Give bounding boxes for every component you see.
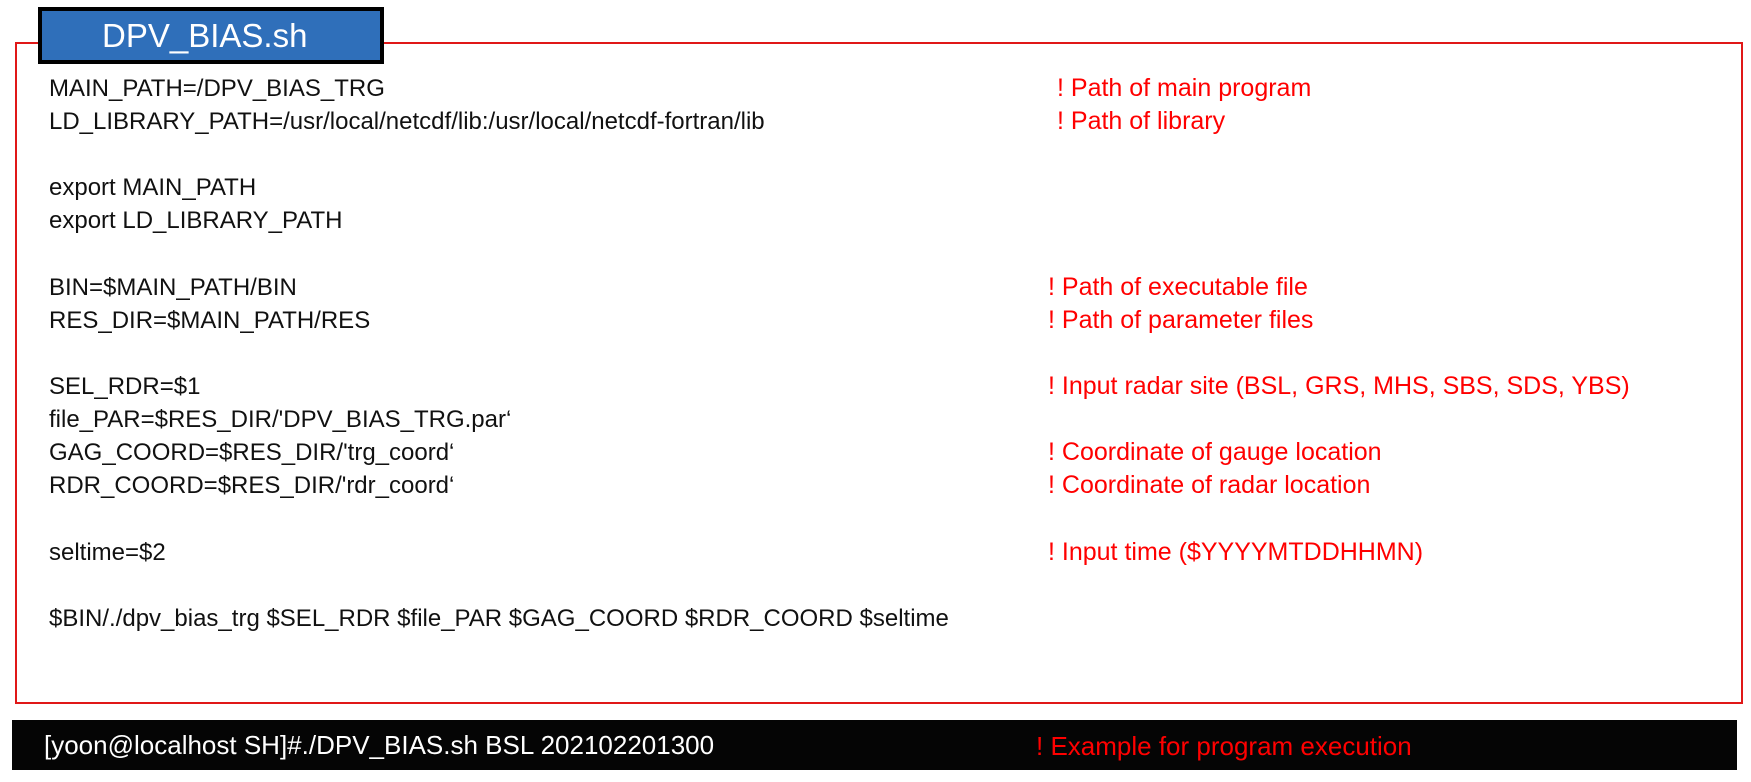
code-line-gag-coord: GAG_COORD=$RES_DIR/'trg_coord‘ xyxy=(49,439,455,466)
code-line-seltime: seltime=$2 xyxy=(49,539,166,566)
comment-executable-file: ! Path of executable file xyxy=(1048,273,1308,301)
terminal-example-bar: [yoon@localhost SH]#./DPV_BIAS.sh BSL 20… xyxy=(12,720,1737,770)
comment-input-time: ! Input time ($YYYYMTDDHHMN) xyxy=(1048,538,1424,566)
comment-main-program: ! Path of main program xyxy=(1057,74,1312,102)
code-line-rdr-coord: RDR_COORD=$RES_DIR/'rdr_coord‘ xyxy=(49,472,455,499)
code-line-run-command: $BIN/./dpv_bias_trg $SEL_RDR $file_PAR $… xyxy=(49,605,949,632)
script-title-tab: DPV_BIAS.sh xyxy=(38,7,384,64)
comment-parameter-files: ! Path of parameter files xyxy=(1048,306,1314,334)
code-line-res-dir: RES_DIR=$MAIN_PATH/RES xyxy=(49,307,371,334)
code-line-file-par: file_PAR=$RES_DIR/'DPV_BIAS_TRG.par‘ xyxy=(49,406,512,433)
comment-radar-site: ! Input radar site (BSL, GRS, MHS, SBS, … xyxy=(1048,372,1630,400)
code-line-main-path: MAIN_PATH=/DPV_BIAS_TRG xyxy=(49,75,385,102)
code-line-export-ld-library-path: export LD_LIBRARY_PATH xyxy=(49,207,343,234)
comment-gauge-location: ! Coordinate of gauge location xyxy=(1048,438,1382,466)
script-panel: MAIN_PATH=/DPV_BIAS_TRG LD_LIBRARY_PATH=… xyxy=(15,42,1743,704)
code-line-sel-rdr: SEL_RDR=$1 xyxy=(49,373,201,400)
script-title: DPV_BIAS.sh xyxy=(102,16,308,54)
comment-radar-location: ! Coordinate of radar location xyxy=(1048,471,1371,499)
comment-library: ! Path of library xyxy=(1057,107,1226,135)
terminal-comment: ! Example for program execution xyxy=(1036,731,1412,761)
code-line-ld-library-path: LD_LIBRARY_PATH=/usr/local/netcdf/lib:/u… xyxy=(49,108,765,135)
terminal-command: [yoon@localhost SH]#./DPV_BIAS.sh BSL 20… xyxy=(44,730,715,760)
code-line-export-main-path: export MAIN_PATH xyxy=(49,174,257,201)
code-line-bin: BIN=$MAIN_PATH/BIN xyxy=(49,274,297,301)
